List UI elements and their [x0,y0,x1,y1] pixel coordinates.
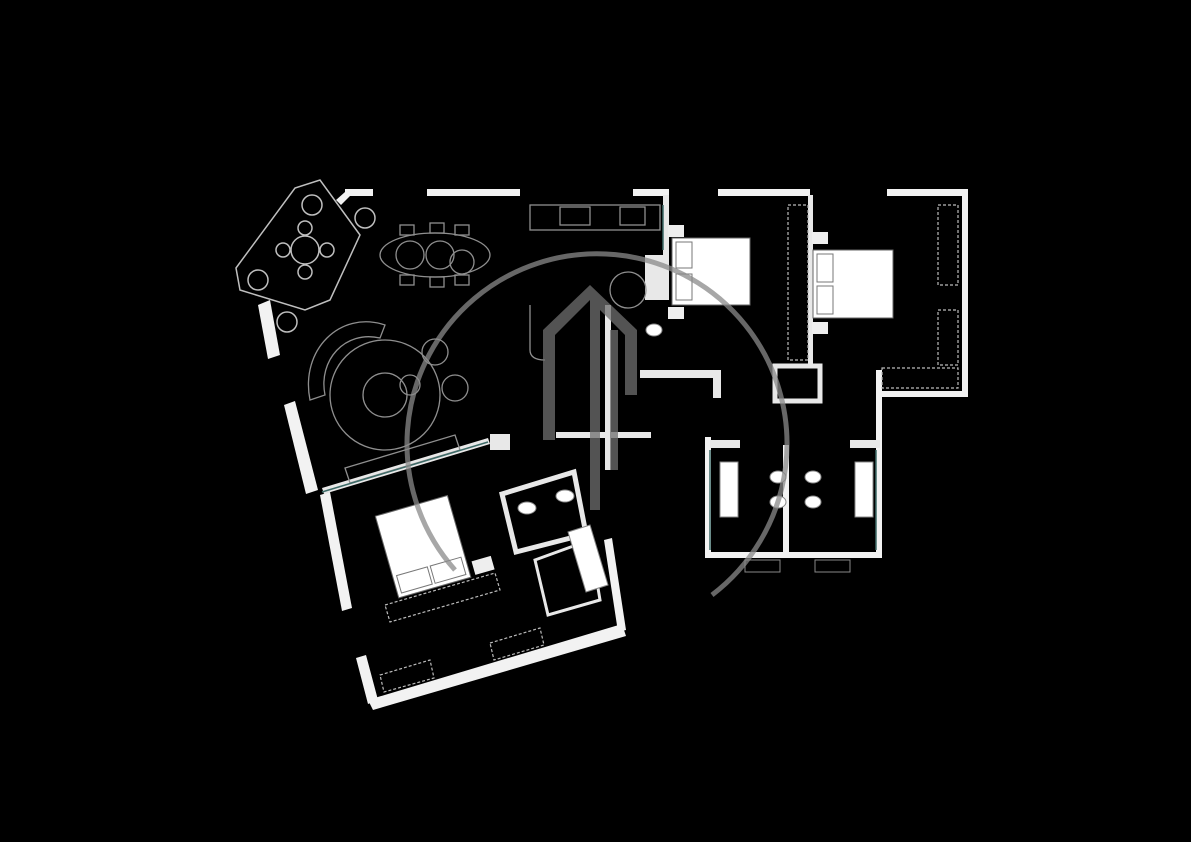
kitchen-counter [529,204,661,231]
bathroom-fixtures [517,323,874,593]
bench [529,305,546,361]
plant-icon [276,311,298,333]
bed-master [374,494,495,599]
rug [329,339,441,451]
terrace-table [290,235,320,265]
plant-icon [301,194,323,216]
terrace [235,179,376,333]
cabinet [814,559,851,573]
round-table [609,271,647,309]
watermark-logo [404,251,790,597]
plant-icon [247,269,269,291]
beds [374,225,894,599]
bidet-icon [555,489,575,503]
wardrobes [379,204,959,693]
glazing [321,205,877,550]
plant-icon [354,207,376,229]
bed-2 [812,232,894,334]
toilet-icon [517,501,537,515]
bathtub [567,524,609,593]
vanity [854,461,874,518]
vanity [719,461,739,518]
sofa [307,321,386,401]
toilet-icon [804,470,822,484]
bidet-icon [804,495,822,509]
toilet-icon [645,323,663,337]
